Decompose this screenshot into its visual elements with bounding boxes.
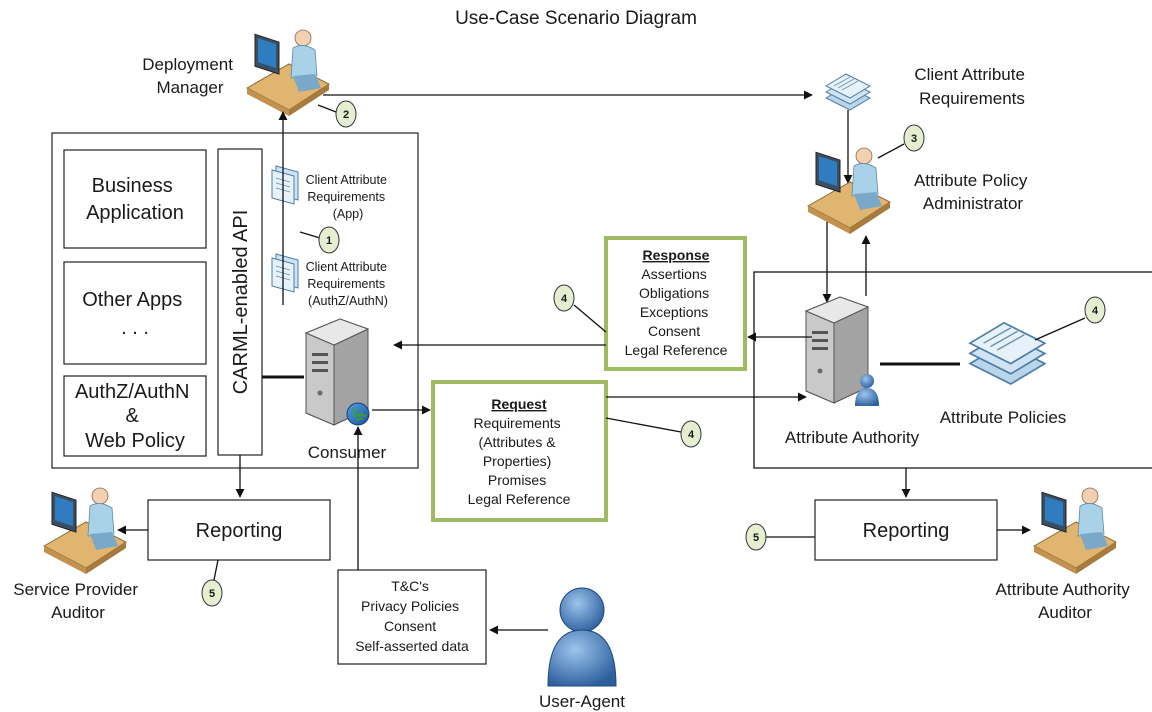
- step-badge-4-request: 4: [605, 417, 702, 448]
- svg-text:5: 5: [753, 532, 759, 544]
- attribute-policies-label: Attribute Policies: [940, 408, 1067, 427]
- attribute-authority-system-box: [753, 271, 1152, 469]
- reporting-right-label: Reporting: [863, 520, 950, 542]
- authz-web-policy-label: AuthZ/AuthN & Web Policy: [75, 381, 195, 452]
- step-badge-2: 2: [317, 100, 357, 128]
- request-box: [431, 380, 608, 522]
- terms-lines: T&C's Privacy Policies Consent Self-asse…: [355, 578, 469, 654]
- consumer-label: Consumer: [308, 443, 387, 462]
- client-attr-req-authz-label: Client Attribute Requirements (AuthZ/Aut…: [306, 260, 391, 308]
- svg-text:4: 4: [688, 429, 695, 441]
- svg-text:3: 3: [911, 133, 917, 145]
- step-badge-1: 1: [299, 226, 340, 254]
- terms-box: [337, 569, 487, 665]
- client-attr-req-authz-document-icon: [271, 253, 299, 293]
- service-provider-auditor-workstation-icon: [43, 487, 127, 575]
- other-apps-box: [63, 261, 207, 365]
- step-badge-5-left: 5: [201, 559, 223, 607]
- step-badge-3: 3: [877, 124, 925, 159]
- globe-icon: [346, 402, 370, 426]
- attribute-policy-administrator-label: Attribute Policy Administrator: [914, 171, 1032, 213]
- diagram-title: Use-Case Scenario Diagram: [455, 8, 697, 29]
- response-lines: Assertions Obligations Exceptions Consen…: [625, 266, 728, 358]
- svg-text:1: 1: [326, 235, 332, 247]
- svg-text:4: 4: [561, 293, 568, 305]
- response-box: [604, 236, 747, 371]
- attribute-authority-auditor-label: Attribute Authority Auditor: [996, 580, 1135, 622]
- business-application-label: Business Application: [86, 175, 184, 224]
- attribute-policies-stack-icon: [969, 321, 1046, 385]
- step-badge-4-policies: 4: [1034, 296, 1106, 341]
- step-badge-4-response: 4: [553, 284, 607, 333]
- other-apps-label: Other Apps . . .: [82, 289, 188, 339]
- attribute-authority-auditor-workstation-icon: [1033, 487, 1117, 575]
- business-application-box: [63, 149, 207, 249]
- deployment-manager-workstation-icon: [246, 29, 330, 117]
- client-attribute-requirements-label: Client Attribute Requirements: [914, 65, 1029, 108]
- reporting-left-label: Reporting: [196, 520, 283, 542]
- user-agent-label: User-Agent: [539, 692, 625, 711]
- svg-text:5: 5: [209, 588, 215, 600]
- client-attr-req-app-label: Client Attribute Requirements (App): [306, 173, 391, 221]
- attribute-policy-administrator-workstation-icon: [807, 147, 891, 235]
- request-heading: Request: [491, 396, 547, 412]
- svg-text:4: 4: [1092, 305, 1099, 317]
- step-badge-5-right: 5: [745, 523, 815, 551]
- reporting-right-box: [814, 499, 998, 561]
- attribute-authority-server-icon: [805, 296, 869, 404]
- attribute-authority-label: Attribute Authority: [785, 428, 920, 447]
- reporting-left-box: [147, 499, 331, 561]
- service-provider-auditor-label: Service Provider Auditor: [13, 580, 142, 622]
- authz-web-policy-box: [63, 375, 207, 457]
- request-lines: Requirements (Attributes & Properties) P…: [468, 415, 571, 507]
- carml-api-label: CARML-enabled API: [230, 210, 252, 395]
- user-agent-person-icon: [547, 587, 617, 687]
- response-heading: Response: [643, 247, 710, 263]
- client-attribute-requirements-icon: [825, 73, 871, 111]
- svg-text:2: 2: [343, 109, 349, 121]
- client-attr-req-app-document-icon: [271, 165, 299, 205]
- attribute-authority-person-icon: [855, 374, 879, 406]
- deployment-manager-label: Deployment Manager: [142, 55, 237, 97]
